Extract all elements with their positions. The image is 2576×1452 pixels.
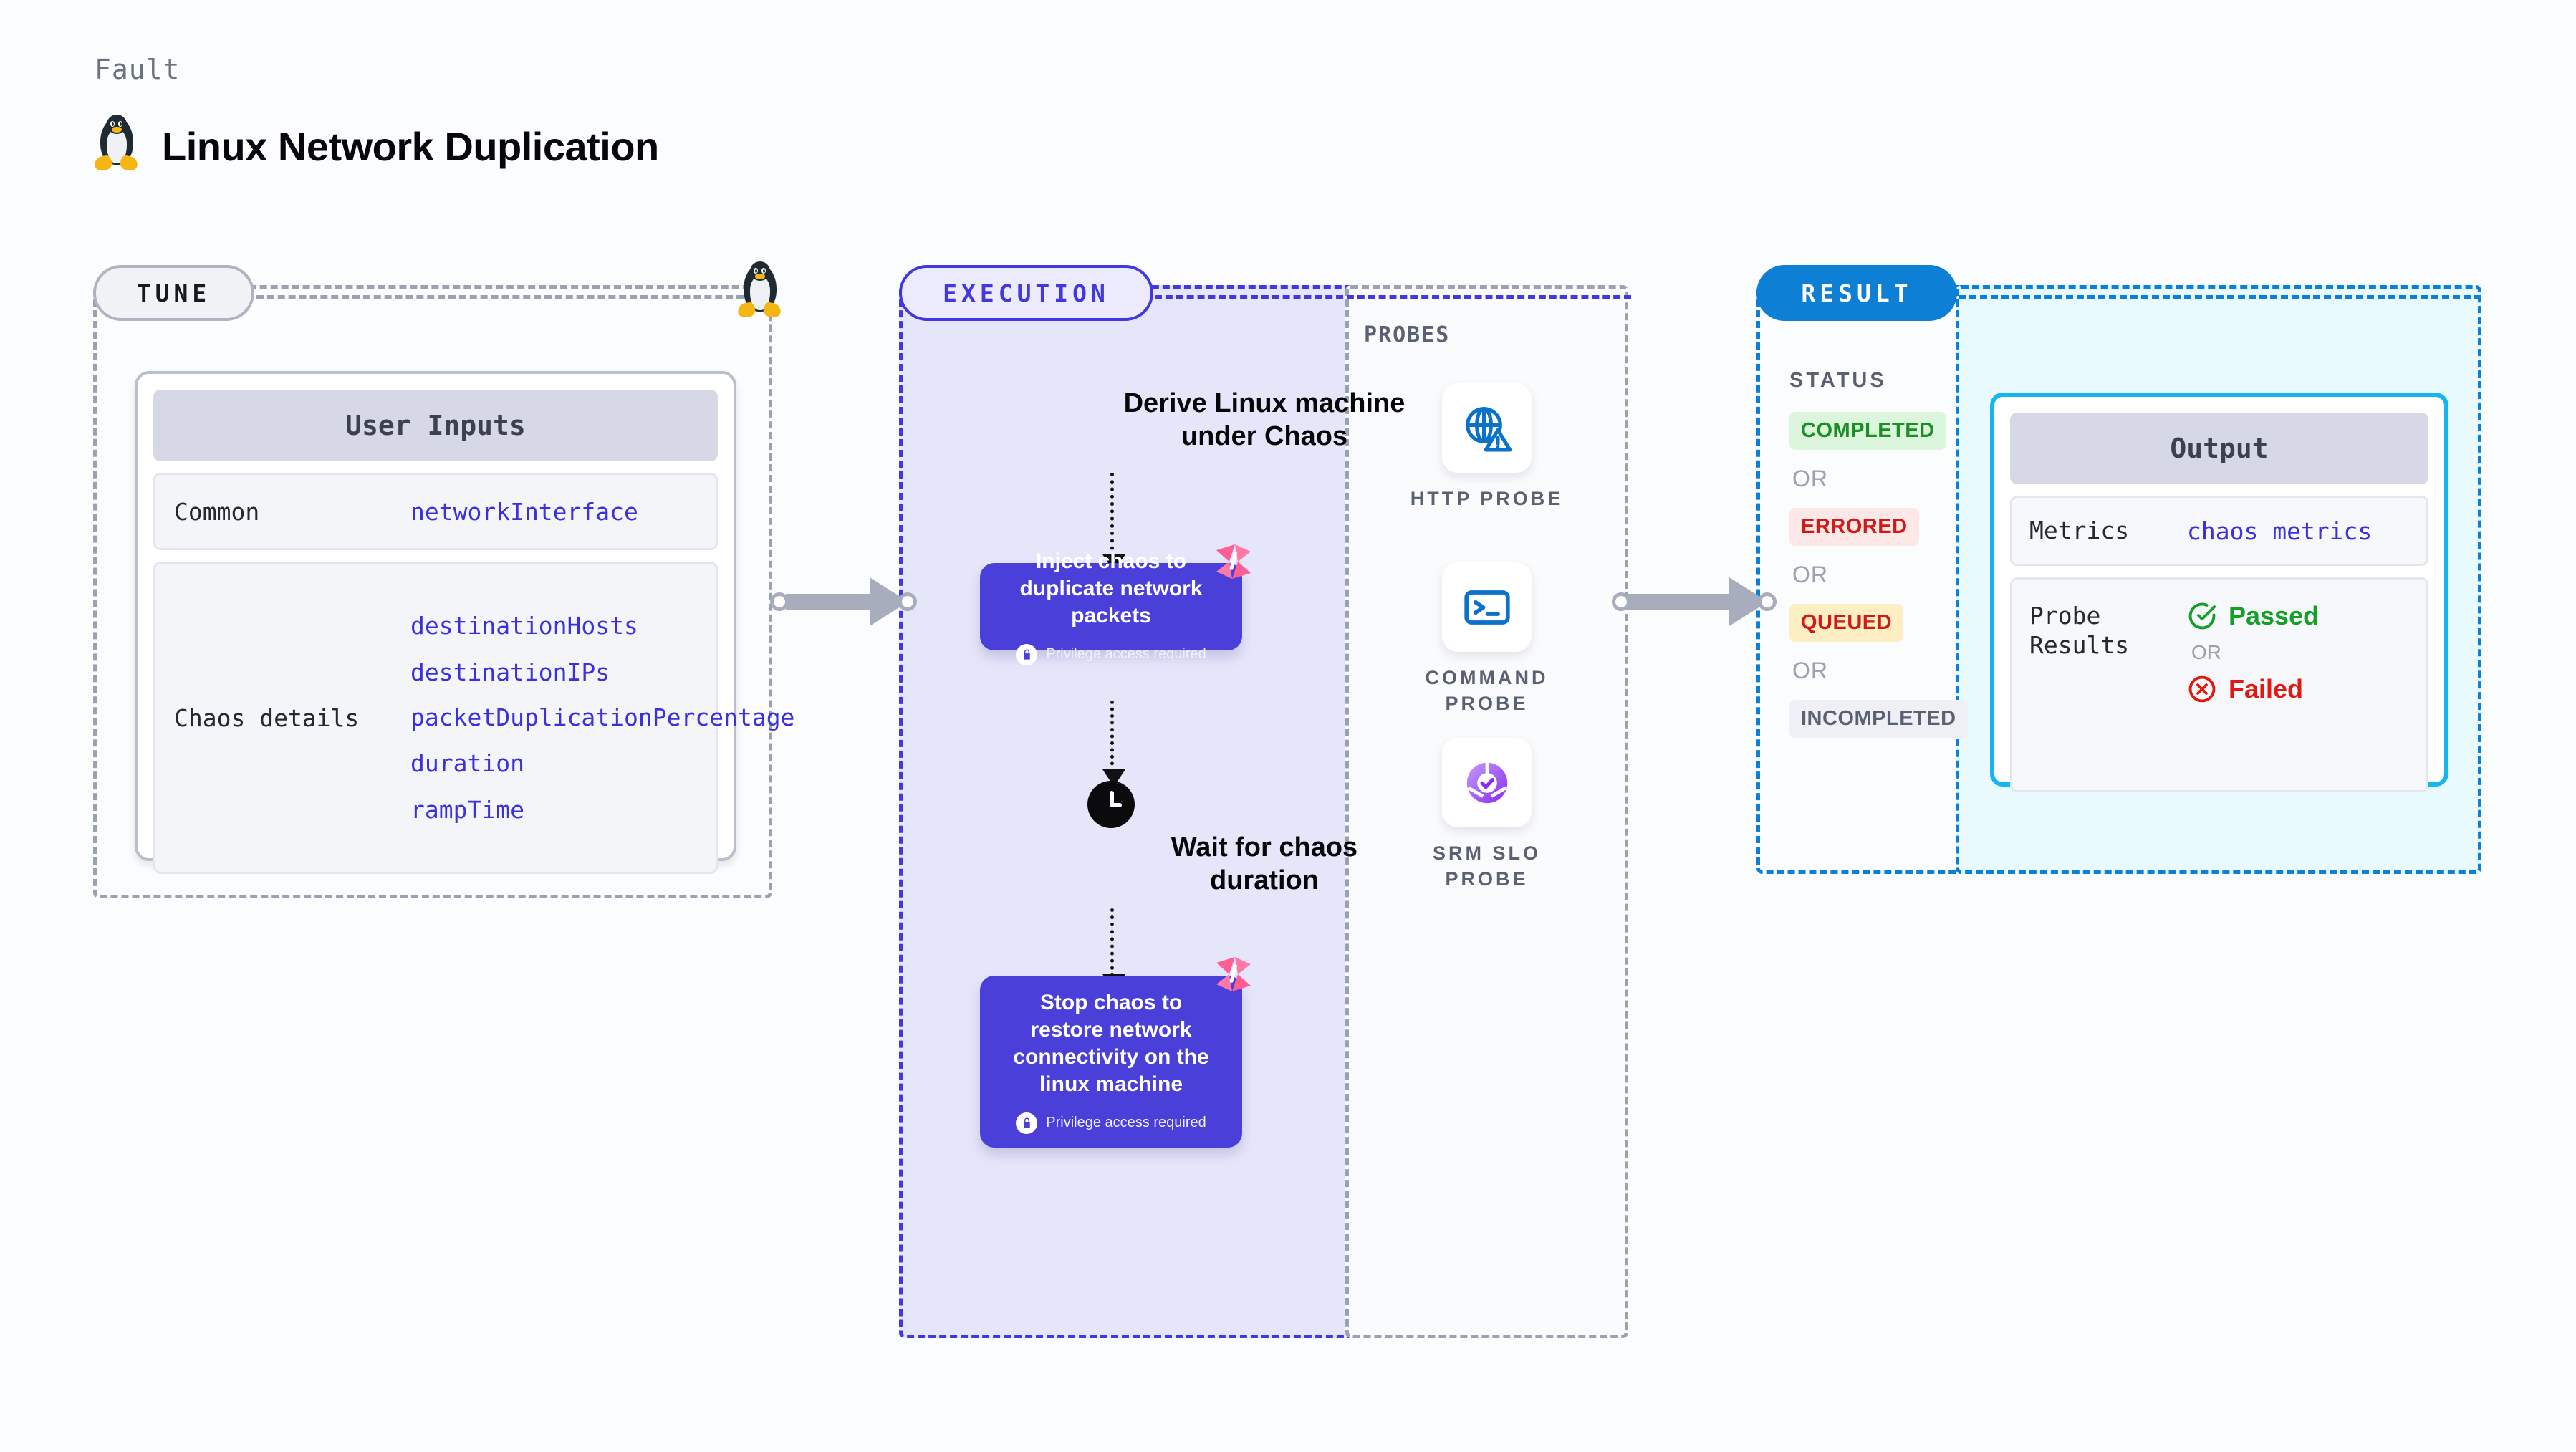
clock-icon (1087, 781, 1135, 828)
privilege-note: Privilege access required (1016, 643, 1206, 665)
tune-row-label: Common (174, 497, 260, 526)
probe-result-failed-label: Failed (2229, 674, 2304, 703)
x-circle-icon (2188, 675, 2216, 703)
result-section-pill[interactable]: RESULT (1756, 265, 1957, 321)
user-inputs-card: User Inputs Common networkInterface Chao… (135, 371, 794, 874)
probe-caption: COMMAND PROBE (1425, 667, 1549, 715)
flow-arrow-2 (1102, 701, 1125, 787)
privilege-note: Privilege access required (1016, 1112, 1206, 1134)
connector-bar (786, 594, 874, 610)
page-title-row: Linux Network Duplication (93, 115, 659, 178)
output-row-metrics: Metrics chaos metrics (2010, 496, 2428, 566)
probes-label: PROBES (1364, 322, 1451, 347)
page-title: Linux Network Duplication (162, 123, 659, 169)
probe-result-or-separator: OR (2191, 641, 2221, 663)
tune-param[interactable]: duration (410, 749, 524, 778)
probe-result-failed: Failed (2187, 674, 2303, 704)
harness-logo-icon (1216, 957, 1251, 991)
probe-caption: HTTP PROBE (1410, 488, 1564, 509)
tune-row-common: Common networkInterface (153, 473, 718, 550)
connector-bar (1628, 594, 1734, 610)
check-circle-icon (2188, 602, 2216, 630)
connector-start-dot (1612, 592, 1630, 611)
status-badge-queued: QUEUED (1789, 604, 1904, 642)
chaos-box-title: Inject chaos to duplicate network packet… (1019, 549, 1203, 628)
tune-row-values: networkInterface (410, 498, 638, 526)
execution-section-pill[interactable]: EXECUTION (899, 265, 1153, 321)
tune-param[interactable]: networkInterface (410, 497, 638, 526)
probe-http[interactable]: HTTP PROBE (1395, 383, 1578, 511)
output-metrics-value[interactable]: chaos metrics (2187, 516, 2373, 545)
tune-to-execution-arrow (770, 577, 917, 626)
flow-arrow-1 (1102, 473, 1125, 572)
probe-srm-slo[interactable]: SRM SLO PROBE (1395, 738, 1578, 892)
tune-row-chaos-details: Chaos details destinationHosts destinati… (153, 562, 795, 874)
output-card-header: Output (2010, 413, 2428, 484)
result-top-dashed-line (1959, 295, 2481, 299)
tune-param[interactable]: rampTime (410, 796, 524, 824)
privilege-note-text: Privilege access required (1046, 646, 1206, 663)
tune-param[interactable]: destinationIPs (410, 658, 610, 686)
output-row-probe-results: Probe Results Passed OR Faile (2010, 577, 2428, 792)
user-inputs-header: User Inputs (153, 390, 718, 461)
page-kicker: Fault (95, 54, 181, 85)
privilege-note-text: Privilege access required (1046, 1115, 1206, 1131)
output-card: Output Metrics chaos metrics Probe Resul… (1990, 393, 2448, 792)
status-or-separator: OR (1792, 562, 1828, 587)
srm-slo-donut-check-icon (1442, 738, 1532, 827)
lock-icon (1016, 1112, 1038, 1134)
execution-step-wait-title: Wait for chaos duration (1171, 832, 1358, 896)
probe-results-values: Passed OR Failed (2187, 601, 2319, 704)
output-row-label: Probe Results (2029, 602, 2130, 660)
status-or-separator: OR (1792, 466, 1828, 491)
linux-penguin-icon (93, 115, 139, 178)
execution-chaos-box-inject: Inject chaos to duplicate network packet… (980, 549, 1242, 665)
connector-end-dot (1758, 592, 1777, 611)
lock-icon (1016, 643, 1038, 665)
status-badge-errored: ERRORED (1789, 508, 1919, 546)
connector-start-dot (770, 592, 789, 611)
tune-section-pill[interactable]: TUNE (93, 265, 254, 321)
execution-step-derive-title: Derive Linux machine under Chaos (1123, 388, 1405, 452)
tune-row-values: destinationHosts destinationIPs packetDu… (410, 611, 795, 824)
tune-row-label: Chaos details (174, 703, 360, 732)
tune-param[interactable]: destinationHosts (410, 611, 638, 640)
harness-logo-icon (1216, 544, 1251, 579)
execution-chaos-box-stop: Stop chaos to restore network connectivi… (980, 976, 1242, 1148)
output-row-label: Metrics (2029, 516, 2130, 545)
probes-to-result-arrow (1612, 577, 1777, 626)
tune-linux-penguin-icon (736, 261, 782, 324)
status-or-separator: OR (1792, 658, 1828, 683)
connector-end-dot (898, 592, 917, 611)
chaos-box-title: Stop chaos to restore network connectivi… (1013, 991, 1209, 1096)
probe-result-passed: Passed (2187, 601, 2319, 631)
status-badge-incompleted: INCOMPLETED (1789, 700, 1968, 738)
flow-arrow-3 (1102, 908, 1125, 991)
execution-top-dashed-line (1155, 295, 1631, 299)
status-list: COMPLETED OR ERRORED OR QUEUED OR INCOMP… (1789, 412, 1968, 738)
tune-top-dashed-line (256, 295, 744, 299)
tune-param[interactable]: packetDuplicationPercentage (410, 703, 795, 731)
terminal-prompt-icon (1442, 562, 1532, 652)
globe-warning-icon (1442, 383, 1532, 473)
status-badge-completed: COMPLETED (1789, 412, 1946, 450)
probe-caption: SRM SLO PROBE (1432, 842, 1541, 890)
probe-command[interactable]: COMMAND PROBE (1395, 562, 1578, 716)
probe-result-passed-label: Passed (2229, 601, 2320, 630)
status-label: STATUS (1789, 369, 1887, 392)
